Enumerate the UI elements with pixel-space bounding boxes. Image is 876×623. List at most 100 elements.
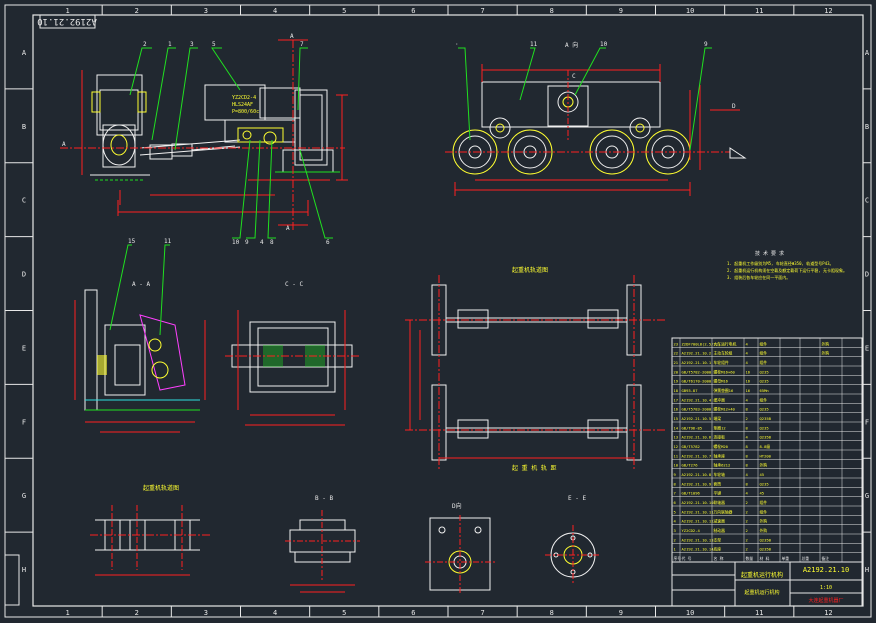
- side-mark: A: [62, 141, 66, 148]
- zone-row-left: H: [22, 566, 26, 574]
- bom-cell: 5: [674, 509, 676, 514]
- zone-row-right: F: [865, 418, 869, 426]
- zone-col-bottom: 7: [480, 609, 484, 617]
- section-mark-bottom: A: [286, 225, 290, 232]
- bom-cell: Q235: [760, 407, 769, 412]
- zone-row-left: G: [22, 492, 26, 500]
- bom-cell: 螺母M16: [714, 379, 729, 384]
- bom-cell: Q235: [760, 425, 769, 430]
- motor-tag-2: HLS24AF: [232, 102, 253, 108]
- bom-cell: A2192.21.10.8: [682, 472, 712, 477]
- bom-cell: GB/T1096: [682, 491, 701, 496]
- zone-row-left: D: [22, 271, 26, 279]
- zone-col-bottom: 3: [204, 609, 208, 617]
- bom-cell: 1: [674, 547, 677, 552]
- bom-header-cell: 总重: [802, 556, 810, 561]
- bom-cell: 8: [746, 453, 749, 458]
- leader-label: 9: [245, 239, 249, 246]
- bom-header-cell: 代 号: [682, 556, 692, 561]
- bom-cell: HT200: [760, 453, 772, 458]
- bom-cell: 7: [674, 491, 676, 496]
- bom-cell: 螺栓M20: [714, 444, 729, 449]
- detail-d: D向: [425, 502, 495, 595]
- bom-cell: 4: [746, 435, 749, 440]
- scale: 1:10: [820, 585, 832, 591]
- zone-row-right: A: [865, 49, 870, 57]
- zone-row-left: B: [22, 123, 26, 131]
- bom-cell: 11: [674, 453, 679, 458]
- bom-cell: 45: [760, 491, 765, 496]
- bom-cell: 8: [746, 407, 749, 412]
- bom-cell: 组件: [760, 351, 768, 356]
- bom-cell: 连接板: [714, 435, 726, 440]
- leader-label: 15: [128, 238, 136, 245]
- leader-label: 9: [704, 41, 708, 48]
- zone-col-top: 7: [480, 7, 484, 15]
- bom-cell: 轴承6212: [714, 463, 731, 468]
- leader-label: 11: [164, 238, 172, 245]
- drawing-name: 起重机运行机构: [741, 571, 783, 579]
- zone-row-right: H: [865, 566, 869, 574]
- bom-cell: 16: [746, 388, 751, 393]
- tech-line: 2. 起重机运行机构须在空载及额定载荷下运行平稳, 无卡阻现象。: [727, 267, 847, 273]
- bom-cell: A2192.21.10.5: [682, 416, 712, 421]
- section-c-c: C - C: [225, 281, 360, 426]
- bom-cell: 10: [674, 463, 679, 468]
- bom-cell: 4: [746, 472, 749, 477]
- view-a-label: A 向: [565, 41, 578, 49]
- bom-header-cell: 名 称: [714, 556, 724, 561]
- view-mark-d: D: [732, 103, 736, 110]
- bom-cell: Q235B: [760, 537, 772, 542]
- end-beam: [481, 81, 661, 128]
- front-view: YZ2CD2-4 HLS24AF P=800/60c A A A: [60, 33, 348, 246]
- detail1-label: 起重机轨道图: [143, 484, 179, 492]
- leader-label: 8: [270, 239, 274, 246]
- leader-label: ·: [455, 41, 459, 48]
- bom-cell: A2192.21.10.13: [682, 537, 714, 542]
- zone-col-bottom: 10: [686, 609, 694, 617]
- bom-cell: Q235: [760, 379, 769, 384]
- drawing-sub: 起重机运行机构: [744, 589, 779, 596]
- zone-col-top: 1: [65, 7, 69, 15]
- motor-tag-1: YZ2CD2-4: [232, 95, 256, 101]
- bom-cell: Z2DF700L8(2.5/12): [682, 341, 721, 346]
- section-ee-label: E - E: [568, 495, 586, 502]
- section-b-b: B - B: [285, 495, 360, 593]
- bom-cell: 2: [746, 537, 748, 542]
- zone-row-right: C: [865, 197, 869, 205]
- bom-cell: 外购: [822, 341, 830, 346]
- title-block: A2192.21.10 起重机运行机构 起重机运行机构 大连起重机器厂 1:10: [671, 561, 863, 607]
- bom-cell: 外购: [760, 463, 768, 468]
- bom-cell: 车轮轴: [714, 472, 726, 477]
- bom-header-cell: 材 料: [760, 556, 770, 561]
- bom-cell: A2192.21.10.6: [682, 435, 712, 440]
- bom-cell: 20: [674, 369, 679, 374]
- bom-cell: Q235B: [760, 435, 772, 440]
- leader-label: 2: [143, 41, 147, 48]
- bom-cell: GB/T5783-2000: [682, 407, 712, 412]
- bom-cell: Q235: [760, 481, 769, 486]
- bom-cell: YZ2CD2-4: [682, 528, 701, 533]
- leader-label: 4: [260, 239, 264, 246]
- bom-cell: 23: [674, 341, 679, 346]
- zone-col-top: 11: [755, 7, 763, 15]
- bom-cell: 2: [746, 500, 748, 505]
- bom-cell: 8: [674, 481, 677, 486]
- bom-cell: 17: [674, 397, 679, 402]
- bom-cell: Q235: [760, 369, 769, 374]
- bom-cell: 2: [746, 416, 748, 421]
- leader-label: 6: [326, 239, 330, 246]
- bom-cell: 主动车轮组: [714, 351, 733, 356]
- section-e-e: E - E: [545, 495, 600, 585]
- tech-line: 3. 组装后各车轮应在同一平面内。: [727, 274, 790, 280]
- bom-cell: 15: [674, 416, 679, 421]
- zone-col-top: 12: [824, 7, 832, 15]
- zone-col-bottom: 8: [550, 609, 554, 617]
- bom-cell: 14: [674, 425, 679, 430]
- bom-cell: 12: [674, 444, 679, 449]
- bom-cell: 16: [746, 379, 751, 384]
- zone-col-bottom: 9: [619, 609, 623, 617]
